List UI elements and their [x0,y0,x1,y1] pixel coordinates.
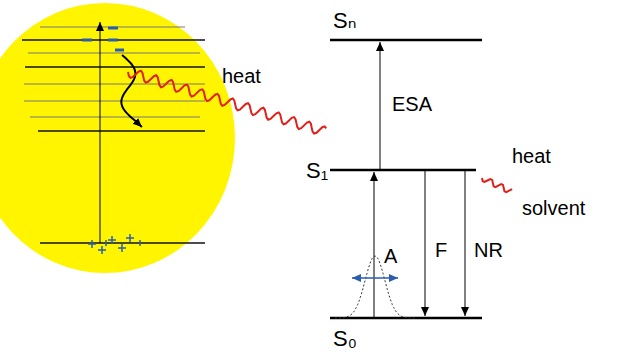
diagram-label: heat [512,146,551,166]
diagram-label: Sₙ [333,10,356,32]
electron-marks [82,28,124,50]
diagram-label: solvent [522,198,585,218]
diagram-label: S₁ [306,160,328,182]
diagram-label: F [435,240,447,260]
diagram-label: A [384,246,397,266]
diagram-label: heat [222,66,261,86]
excitation-arrow [100,22,101,243]
heat-wave [482,178,512,192]
molecule-circle [0,3,235,273]
absorption-band [335,256,415,318]
hole-marks [88,234,140,254]
relaxation-arrow [121,55,142,127]
diagram-label: NR [474,240,503,260]
band-width-arrow [352,277,398,279]
diagram-label: S₀ [333,328,357,350]
energy-levels [330,40,482,318]
level-lines-dark [22,40,205,243]
diagram-label: ESA [392,94,432,114]
transition-arrows [374,42,465,318]
